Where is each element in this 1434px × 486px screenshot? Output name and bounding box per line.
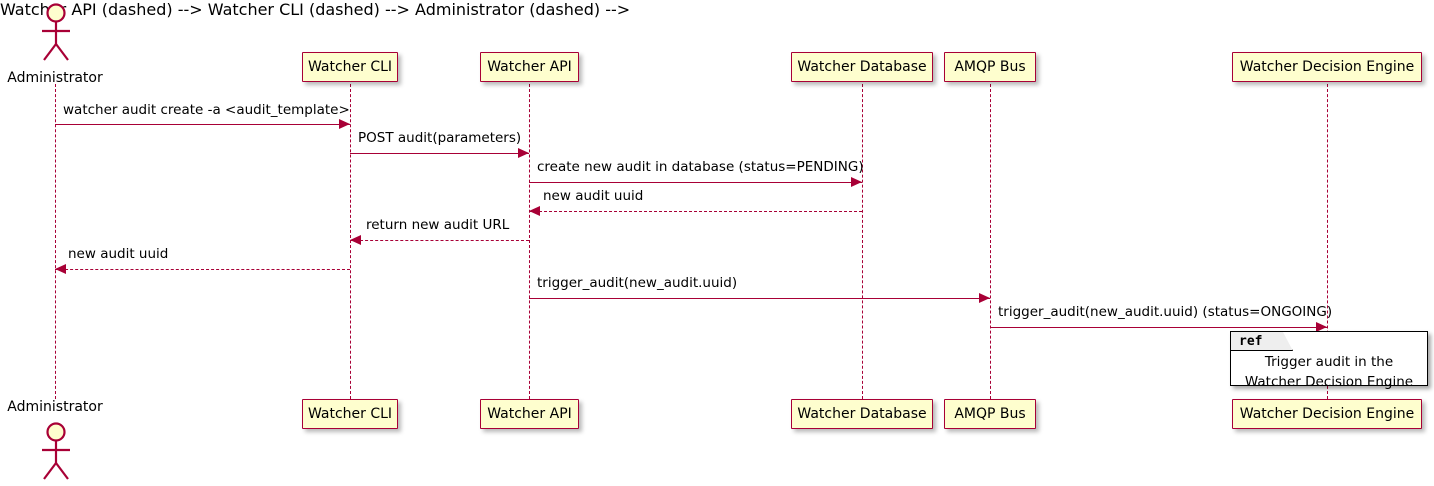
participant-box-watcher-decision-engine-bottom[interactable]: Watcher Decision Engine [1232,399,1422,429]
message-label-4: new audit uuid [543,188,644,204]
participant-box-watcher-api-bottom[interactable]: Watcher API [480,399,579,429]
message-arrow-1 [55,124,350,125]
message-arrowhead-6 [55,264,66,274]
message-arrowhead-8 [1316,322,1327,332]
participant-box-watcher-database-bottom[interactable]: Watcher Database [791,399,933,429]
message-arrow-5 [350,240,529,241]
message-label-2: POST audit(parameters) [358,130,522,146]
message-label-8: trigger_audit(new_audit.uuid) (status=ON… [998,304,1333,320]
ref-fragment-tab-label: ref [1239,333,1263,349]
actor-figure-administrator-bottom [42,422,70,480]
message-arrowhead-3 [851,177,862,187]
participant-label-amqp-bus-bottom: AMQP Bus [954,406,1026,422]
message-arrow-8 [990,327,1327,328]
message-label-3: create new audit in database (status=PEN… [537,159,864,175]
message-arrowhead-4 [529,206,540,216]
participant-label-watcher-database-top: Watcher Database [797,59,927,75]
message-label-5: return new audit URL [366,217,510,233]
actor-figure-administrator-top [42,3,70,61]
participant-label-watcher-api-top: Watcher API [487,59,572,75]
message-label-6: new audit uuid [68,246,169,262]
participant-label-watcher-api-bottom: Watcher API [487,406,572,422]
actor-label-administrator-bottom: Administrator [7,399,103,415]
lifeline-watcher-api [529,84,530,399]
ref-fragment-line-2: Watcher Decision Engine [1244,373,1414,390]
ref-fragment-tab: ref [1231,332,1293,351]
participant-label-watcher-cli-top: Watcher CLI [307,59,393,75]
participant-label-watcher-cli-bottom: Watcher CLI [307,406,393,422]
message-arrowhead-7 [979,293,990,303]
message-arrow-6 [55,269,350,270]
message-label-7: trigger_audit(new_audit.uuid) [537,275,738,291]
message-arrowhead-5 [350,235,361,245]
message-arrow-7 [529,298,990,299]
actor-label-administrator-top: Administrator [7,70,103,86]
lifeline-watcher-decision-engine [1327,84,1328,399]
message-arrowhead-1 [339,119,350,129]
ref-fragment-box[interactable]: ref Trigger audit in the Watcher Decisio… [1230,331,1428,390]
lifeline-administrator [55,84,56,399]
message-arrow-3 [529,182,862,183]
participant-label-amqp-bus-top: AMQP Bus [954,59,1026,75]
participant-label-watcher-decision-engine-bottom: Watcher Decision Engine [1239,406,1415,422]
participant-box-watcher-decision-engine-top[interactable]: Watcher Decision Engine [1232,52,1422,82]
participant-label-watcher-decision-engine-top: Watcher Decision Engine [1239,59,1415,75]
participant-box-watcher-cli-top[interactable]: Watcher CLI [302,52,398,82]
ref-fragment-line-1: Trigger audit in the [1264,354,1394,370]
ref-fragment-body: Trigger audit in the Watcher Decision En… [1231,353,1427,392]
lifeline-amqp-bus [990,84,991,399]
message-arrow-4 [529,211,862,212]
participant-box-watcher-api-top[interactable]: Watcher API [480,52,579,82]
participant-box-watcher-cli-bottom[interactable]: Watcher CLI [302,399,398,429]
participant-box-amqp-bus-bottom[interactable]: AMQP Bus [944,399,1036,429]
participant-box-amqp-bus-top[interactable]: AMQP Bus [944,52,1036,82]
message-arrowhead-2 [518,148,529,158]
participant-label-watcher-database-bottom: Watcher Database [797,406,927,422]
participant-box-watcher-database-top[interactable]: Watcher Database [791,52,933,82]
message-label-1: watcher audit create -a <audit_template> [63,102,350,118]
message-arrow-2 [350,153,529,154]
lifeline-watcher-database [862,84,863,399]
